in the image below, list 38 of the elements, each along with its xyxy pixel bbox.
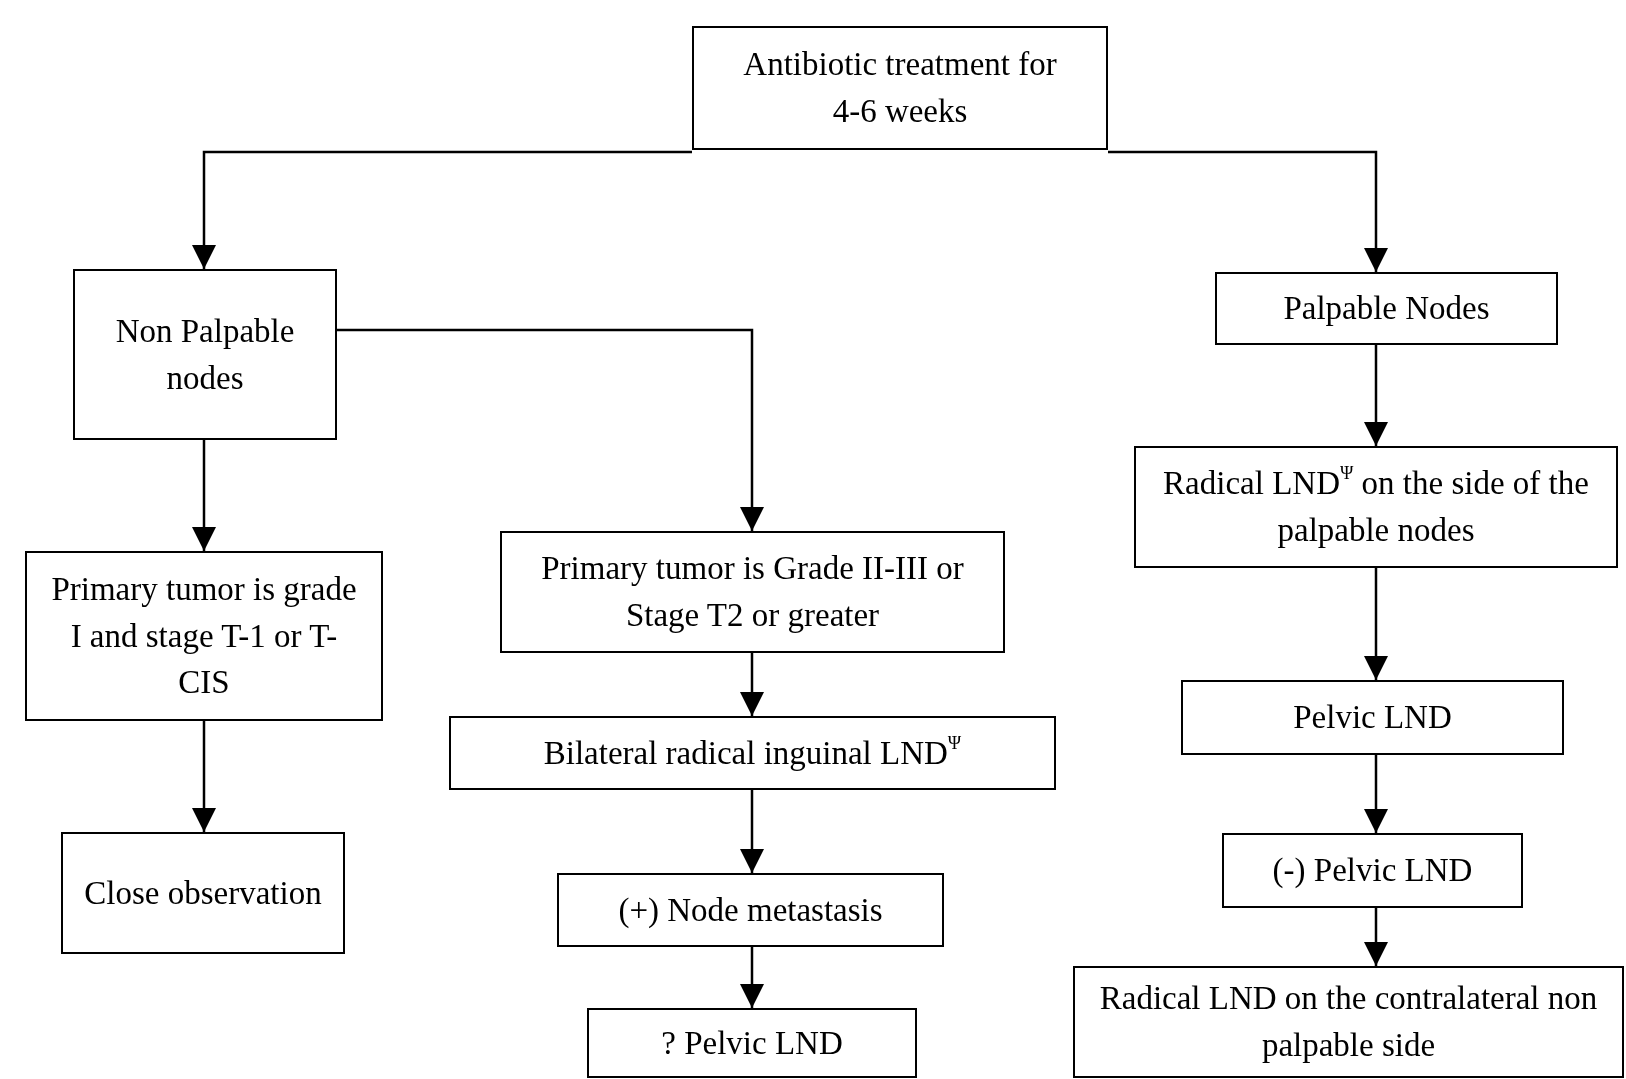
process-box <box>73 269 337 440</box>
box-text: (-) Pelvic LND <box>1272 851 1473 891</box>
arrow <box>1364 908 1388 966</box>
box-text: Primary tumor is Grade II-III or Stage T2 or greater <box>540 549 965 635</box>
arrow <box>192 150 692 269</box>
process-box <box>1181 680 1564 755</box>
box-text: Primary tumor is grade I and stage T-1 or T-CIS <box>50 569 358 703</box>
process-box <box>1134 446 1618 568</box>
box-text: ? Pelvic LND <box>661 1023 843 1063</box>
arrow <box>740 653 764 716</box>
arrow <box>337 328 764 531</box>
process-box <box>557 873 944 947</box>
process-box <box>1215 272 1558 345</box>
process-box <box>500 531 1005 653</box>
box-text: Radical LND on the contralateral non palpable side <box>1098 979 1599 1065</box>
process-box <box>692 26 1108 150</box>
box-text: Bilateral radical inguinal LND$^{Ψ}$ <box>543 732 962 773</box>
process-box <box>25 551 383 721</box>
arrow <box>192 721 216 832</box>
arrow <box>1108 150 1388 272</box>
process-box <box>449 716 1056 790</box>
box-text: Close observation <box>84 873 322 913</box>
arrow <box>740 947 764 1008</box>
arrow <box>1364 568 1388 680</box>
arrow <box>1364 755 1388 833</box>
box-text: Antibiotic treatment for 4-6 weeks <box>742 45 1058 131</box>
box-text: Palpable Nodes <box>1283 289 1490 329</box>
process-box <box>1222 833 1523 908</box>
process-box <box>1073 966 1624 1078</box>
process-box <box>587 1008 917 1078</box>
arrow <box>1364 345 1388 446</box>
arrow <box>740 790 764 873</box>
box-text: Pelvic LND <box>1293 698 1452 738</box>
box-text: Non Palpable nodes <box>114 311 296 398</box>
box-text: (+) Node metastasis <box>618 890 883 930</box>
process-box <box>61 832 345 954</box>
box-text: Radical LND$^{Ψ}$ on the side of the palpable nodes <box>1162 462 1590 550</box>
arrow <box>192 440 216 551</box>
